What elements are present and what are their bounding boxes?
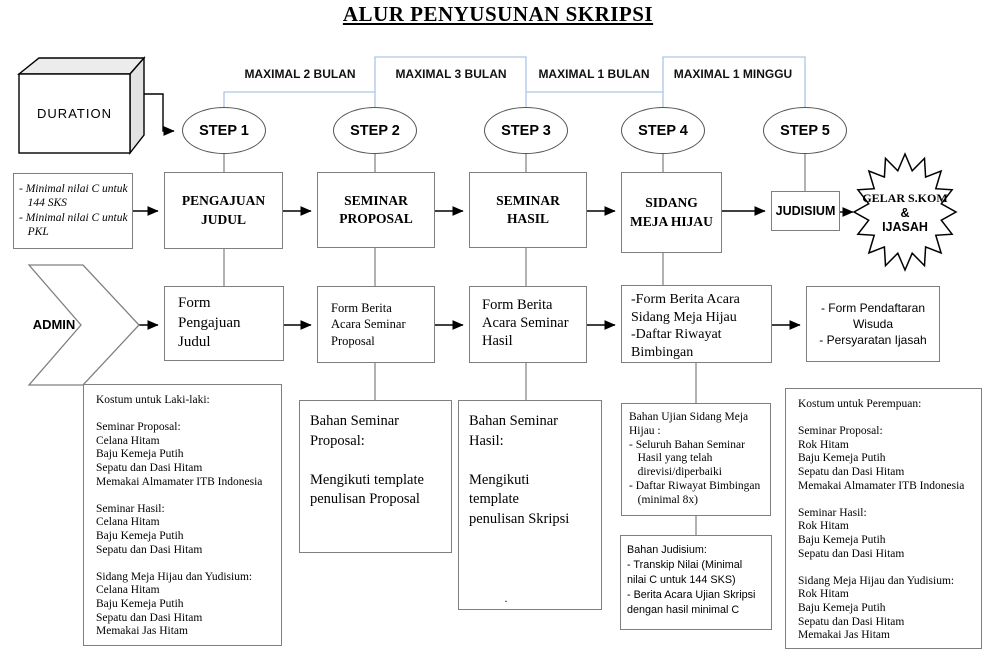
detail-box-bahan-judisium: Bahan Judisium: - Transkip Nilai (Minima… [620,535,772,630]
stage-box-pengajuan-judul: PENGAJUAN JUDUL [164,172,283,249]
outcome-line-3: IJASAH [882,219,928,234]
step-ellipse-5: STEP 5 [763,107,847,154]
form-box-pengajuan-judul: Form Pengajuan Judul [164,286,284,361]
prerequisites-note: - Minimal nilai C untuk 144 SKS - Minima… [13,173,133,249]
detail-box-bahan-hasil: Bahan Seminar Hasil: Mengikuti template … [458,400,602,610]
timeline-label-1: MAXIMAL 2 BULAN [244,67,356,81]
detail-box-dress-male: Kostum untuk Laki-laki: Seminar Proposal… [83,384,282,646]
admin-label: ADMIN [32,317,76,332]
step-ellipse-4: STEP 4 [621,107,705,154]
form-box-berita-acara-proposal: Form Berita Acara Seminar Proposal [317,286,435,363]
outcome-burst-icon [852,152,958,272]
form-box-berita-acara-hasil: Form Berita Acara Seminar Hasil [469,286,587,363]
timeline-label-2: MAXIMAL 3 BULAN [395,67,507,81]
stage-box-seminar-hasil: SEMINAR HASIL [469,172,587,248]
step-ellipse-1: STEP 1 [182,107,266,154]
timeline-label-3: MAXIMAL 1 BULAN [538,67,650,81]
outcome-line-1: GELAR S.KOM [862,190,948,205]
form-box-sidang-dan-riwayat: -Form Berita Acara Sidang Meja Hijau -Da… [621,285,772,363]
stage-box-judisium: JUDISIUM [771,191,840,231]
vertical-connectors [223,154,806,535]
timeline-label-4: MAXIMAL 1 MINGGU [673,67,793,81]
stage-box-sidang-meja-hijau: SIDANG MEJA HIJAU [621,172,722,253]
duration-cube-icon [17,56,146,156]
step-ellipse-2: STEP 2 [333,107,417,154]
duration-brackets [223,56,806,107]
outcome-burst-label: GELAR S.KOM & IJASAH [853,183,957,241]
form-box-wisuda-ijasah: - Form Pendaftaran Wisuda - Persyaratan … [806,286,940,362]
flow-arrows [133,93,854,330]
duration-label: DURATION [37,106,112,121]
step-ellipse-3: STEP 3 [484,107,568,154]
stray-dot: . [504,591,508,605]
detail-box-bahan-proposal: Bahan Seminar Proposal: Mengikuti templa… [299,400,452,553]
detail-box-bahan-ujian: Bahan Ujian Sidang Meja Hijau : - Seluru… [621,403,771,516]
detail-box-dress-female: Kostum untuk Perempuan: Seminar Proposal… [785,388,982,649]
stage-box-seminar-proposal: SEMINAR PROPOSAL [317,172,435,248]
outcome-line-2: & [900,205,910,220]
page-title: ALUR PENYUSUNAN SKRIPSI [342,2,654,26]
